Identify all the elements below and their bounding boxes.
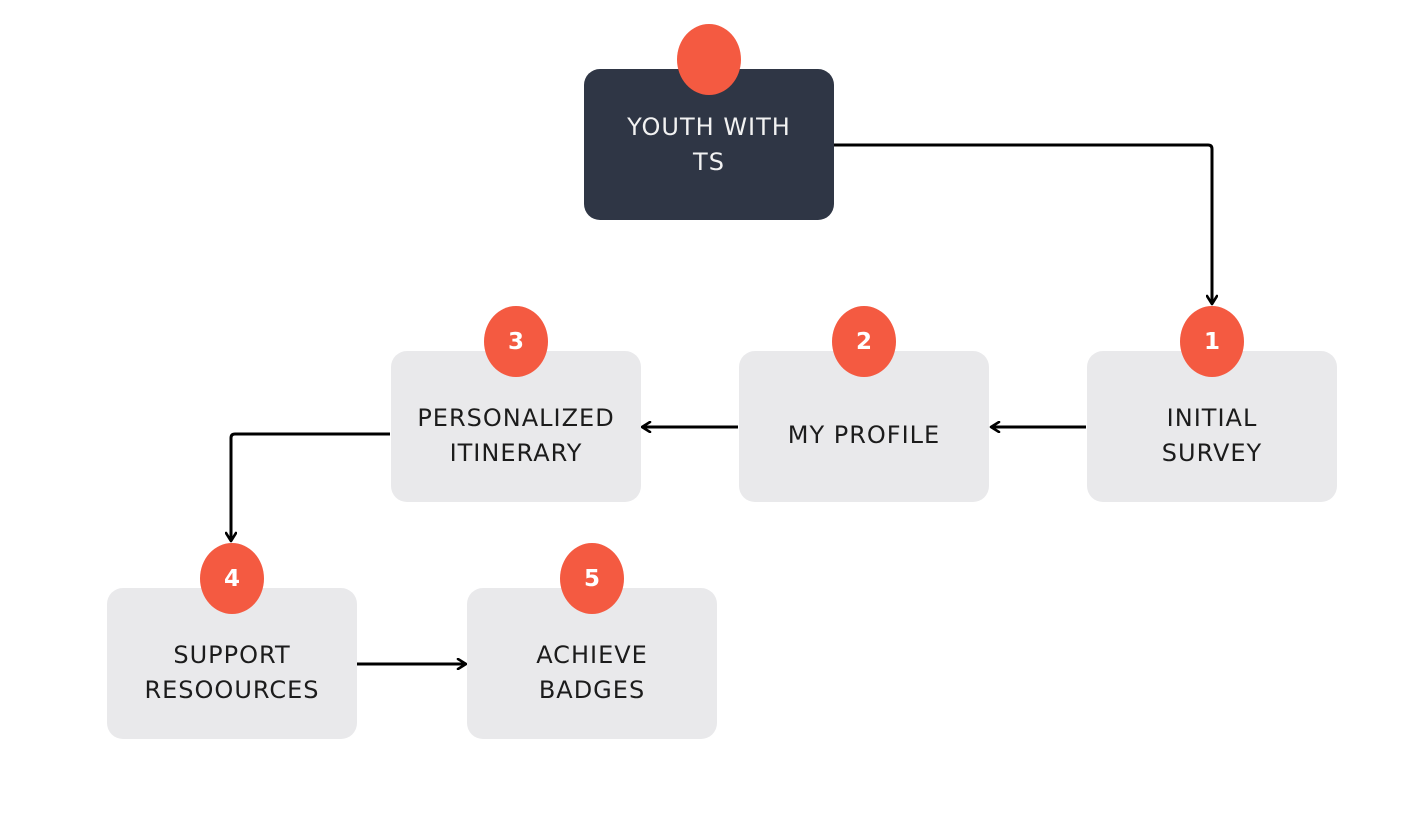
step-node-label: INITIAL SURVEY [1161, 403, 1263, 467]
step-node-label: SUPPORT RESOOURCES [144, 640, 320, 704]
step-node-label: ACHIEVE BADGES [536, 640, 648, 704]
step-number-badge: 3 [484, 306, 548, 377]
step-number-badge: 5 [560, 543, 624, 614]
step-number: 3 [507, 328, 524, 355]
step-number-badge: 2 [832, 306, 896, 377]
step-node-label: PERSONALIZED ITINERARY [417, 403, 615, 467]
start-node-badge [677, 24, 741, 95]
start-node-label: YOUTH WITH TS [627, 112, 791, 176]
step-number: 4 [223, 565, 240, 592]
arrow-step-3-to-step-4 [231, 432, 390, 540]
step-number-badge: 4 [200, 543, 264, 614]
step-number-badge: 1 [1180, 306, 1244, 377]
step-number: 1 [1203, 328, 1220, 355]
step-number: 5 [583, 565, 600, 592]
step-node-label: MY PROFILE [787, 421, 941, 449]
step-number: 2 [855, 328, 872, 355]
arrow-start-to-step-1 [834, 143, 1212, 303]
